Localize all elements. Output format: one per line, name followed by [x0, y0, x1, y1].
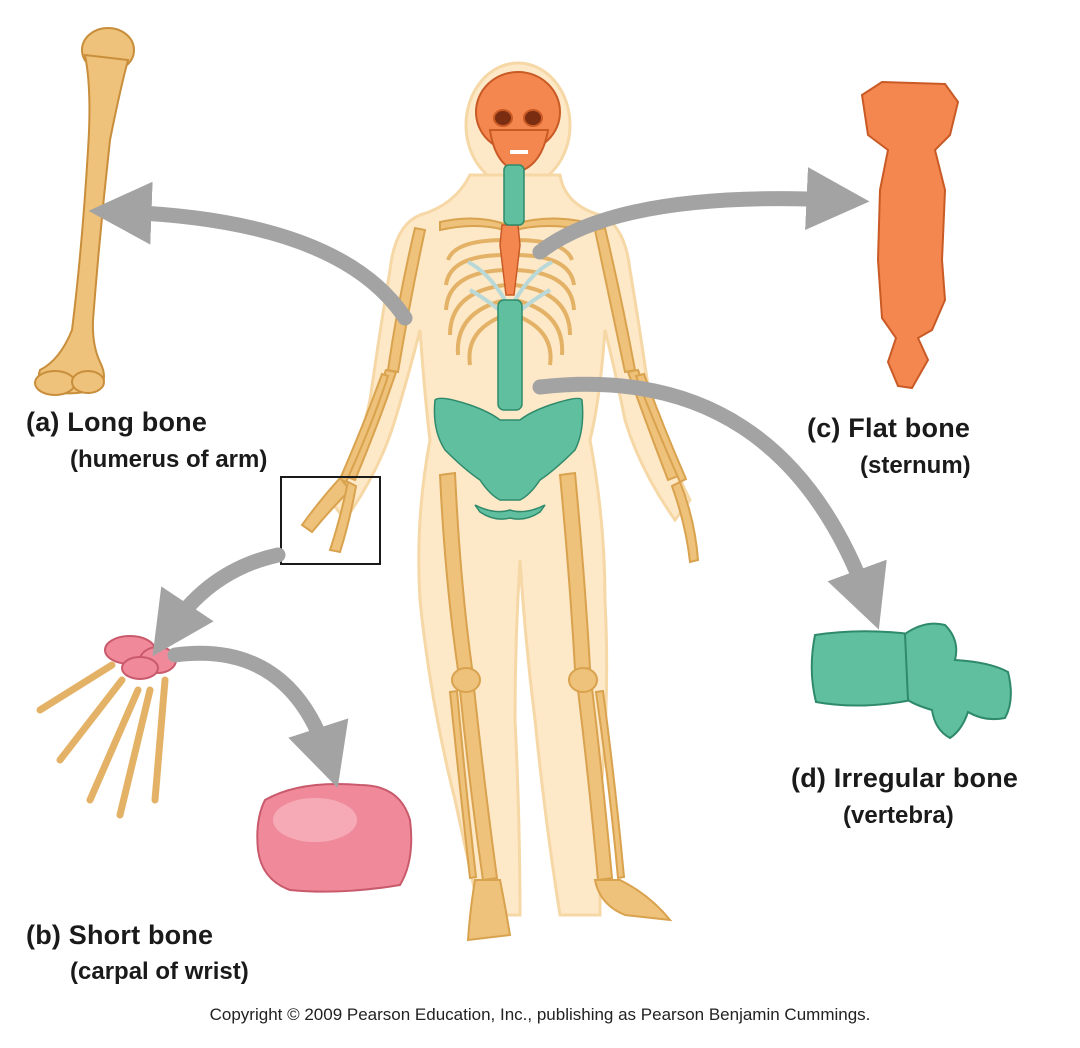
arrows [88, 167, 887, 788]
wrist-inset-box [280, 476, 381, 565]
short-bone-title: (b) Short bone [26, 920, 214, 950]
irregular-bone-subtitle: (vertebra) [843, 802, 954, 829]
arrow-to-long-bone [88, 181, 413, 326]
copyright-notice: Copyright © 2009 Pearson Education, Inc.… [209, 1005, 871, 1024]
arrow-to-flat-bone [532, 167, 870, 260]
carpal-cluster [104, 635, 177, 680]
skeleton-long-bones [300, 217, 700, 942]
skull [475, 71, 561, 174]
arrow-to-hand [152, 547, 286, 657]
spine-and-pelvis [433, 164, 584, 520]
flat-bone-subtitle: (sternum) [860, 452, 971, 479]
hand-illustration [36, 661, 169, 819]
flat-bone-title: (c) Flat bone [807, 413, 971, 443]
sternum-illustration [860, 80, 960, 390]
arrow-to-irregular-bone [532, 376, 887, 630]
vertebra-illustration [810, 622, 1012, 740]
irregular-bone-title: (d) Irregular bone [791, 763, 1019, 793]
arrow-to-carpal [167, 645, 349, 788]
carpal-illustration [256, 783, 413, 893]
short-bone-subtitle: (carpal of wrist) [70, 958, 249, 985]
long-bone-title: (a) Long bone [26, 407, 208, 437]
long-bone-subtitle: (humerus of arm) [70, 446, 268, 473]
